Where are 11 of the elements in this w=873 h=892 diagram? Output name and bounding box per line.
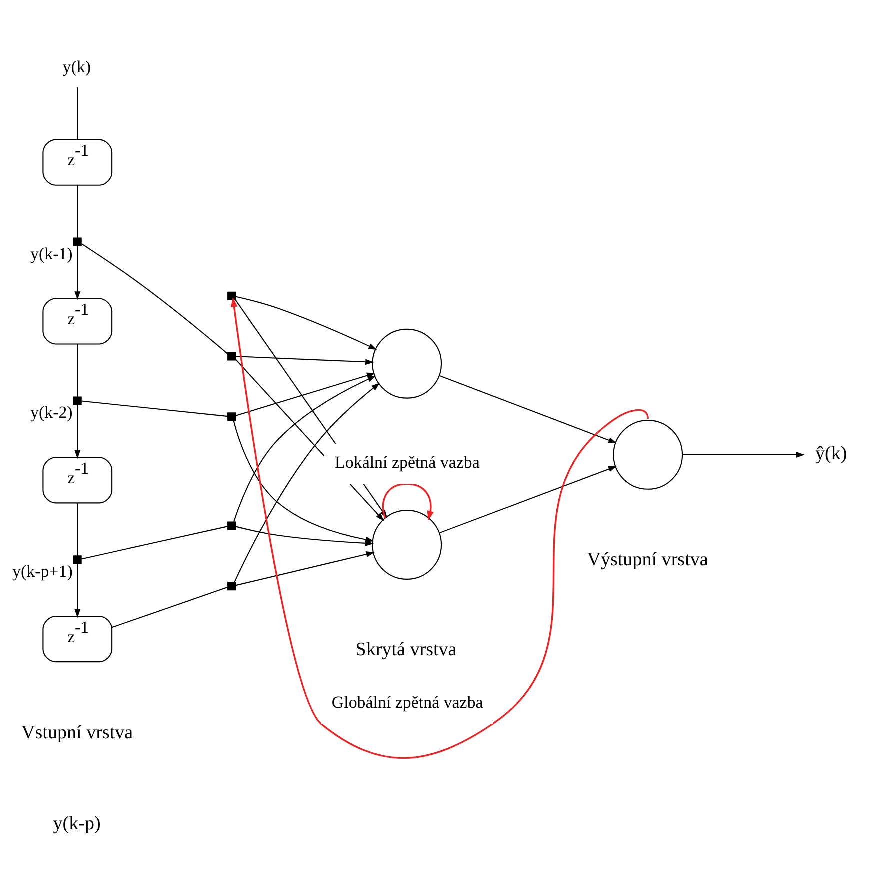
node-label: y(k-2): [30, 402, 73, 422]
edge-label: Lokální zpětná vazba: [335, 452, 480, 472]
label: Vstupní vrstva: [21, 722, 134, 743]
label: Skrytá vrstva: [356, 639, 457, 660]
node-text: y(k): [62, 56, 92, 76]
label: y(k-p): [53, 812, 101, 834]
edge-label: Globální zpětná vazba: [332, 692, 484, 712]
node-label: y(k-1): [30, 244, 73, 263]
label: Výstupní vrstva: [587, 549, 708, 570]
node-label: y(k-p+1): [12, 562, 73, 581]
node-text: ŷ(k): [815, 443, 848, 464]
